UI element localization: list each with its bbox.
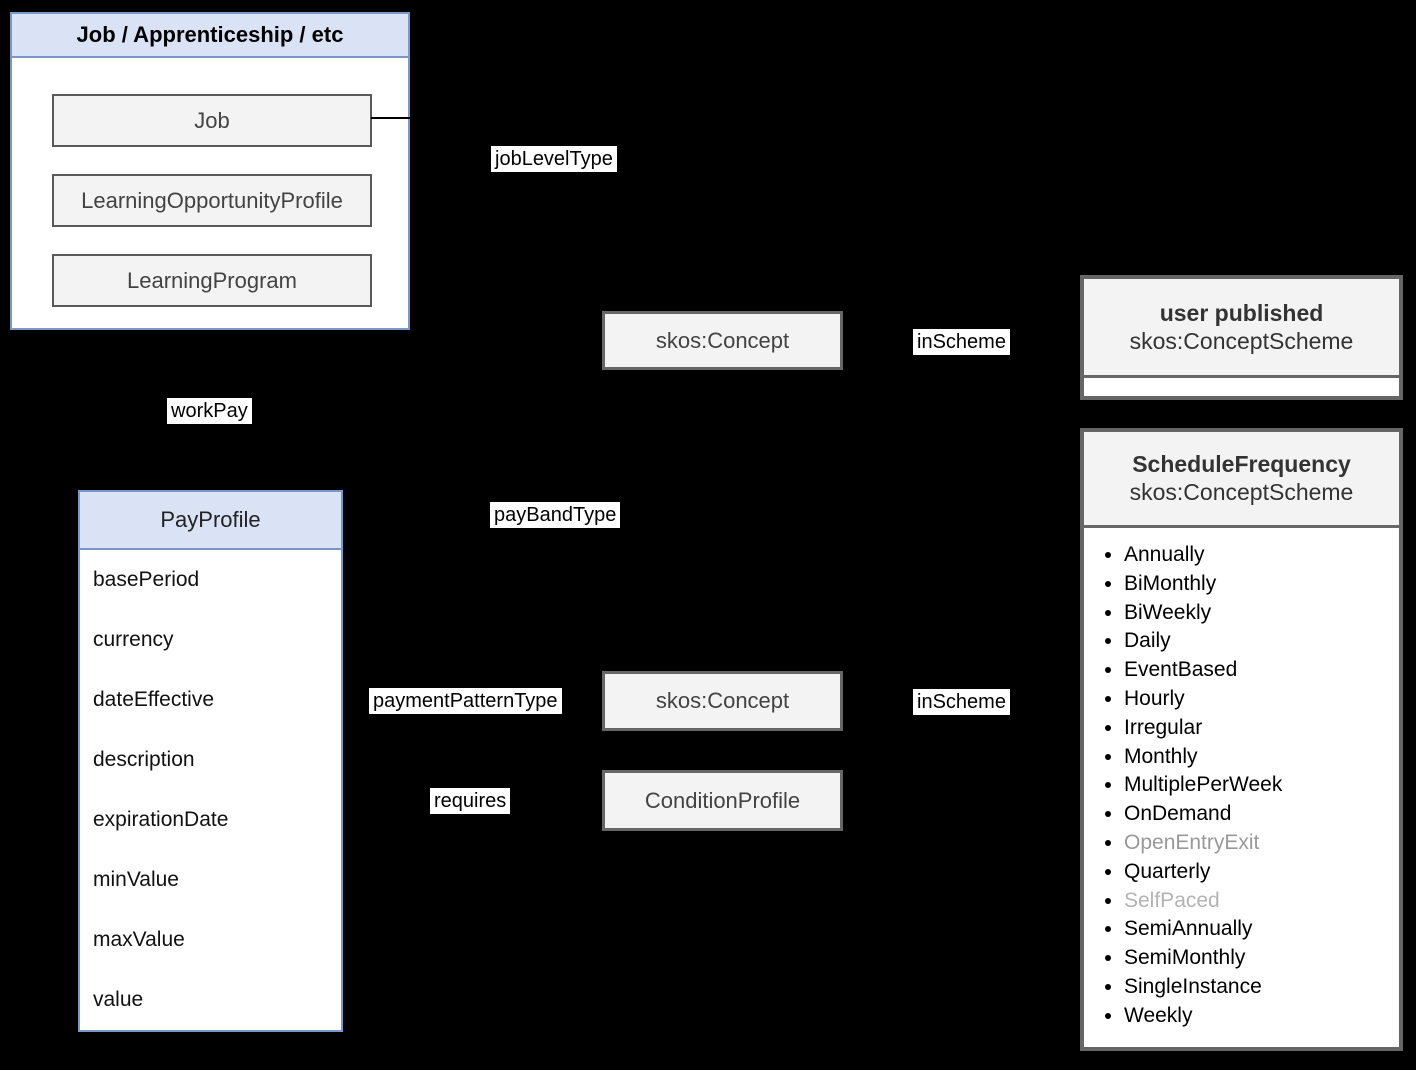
concept-list-item: Annually [1124,541,1399,570]
connector-job-joblevel [371,117,412,119]
job-group-title: Job / Apprenticeship / etc [12,14,408,58]
payprofile-field: maxValue [93,928,185,951]
entity-box: LearningOpportunityProfile [52,174,372,227]
scheme-title: ScheduleFrequency [1132,451,1351,477]
payprofile-field: basePeriod [93,568,200,591]
scheme-subtitle: skos:ConceptScheme [1129,479,1354,505]
edge-label-inscheme-top: inScheme [913,329,1010,355]
concept-list-item: Quarterly [1124,858,1399,887]
edge-label-paymentpatterntype: paymentPatternType [369,688,562,714]
entity-box: Job [52,94,372,147]
edge-label-jobleveltype: jobLevelType [491,146,617,172]
user-published-scheme-header: user published skos:ConceptScheme [1084,279,1399,378]
skos-concept-node-top: skos:Concept [602,311,843,370]
concept-list-item: Daily [1124,627,1399,656]
edge-label-requires: requires [430,788,511,814]
concept-list-item: SemiAnnually [1124,915,1399,944]
concept-list-item: SingleInstance [1124,973,1399,1002]
concept-list-item: SemiMonthly [1124,944,1399,973]
concept-list-item: Weekly [1124,1002,1399,1031]
entity-box: LearningProgram [52,254,372,307]
user-published-scheme-box: user published skos:ConceptScheme [1080,275,1403,400]
condition-profile-node: ConditionProfile [602,770,843,831]
concept-list: AnnuallyBiMonthlyBiWeeklyDailyEventBased… [1084,528,1399,1031]
concept-list-item: BiWeekly [1124,599,1399,628]
payprofile-field: expirationDate [93,808,229,831]
edge-label-workpay: workPay [167,398,252,424]
payprofile-field: description [93,748,195,771]
scheme-subtitle: skos:ConceptScheme [1129,328,1354,354]
concept-list-item: Irregular [1124,714,1399,743]
payprofile-field: currency [93,628,174,651]
concept-list-item: MultiplePerWeek [1124,771,1399,800]
schedule-frequency-scheme-header: ScheduleFrequency skos:ConceptScheme [1084,432,1399,528]
payprofile-title: PayProfile [80,492,341,550]
skos-concept-node-bottom: skos:Concept [602,671,843,731]
concept-list-item: Hourly [1124,685,1399,714]
schedule-frequency-scheme-box: ScheduleFrequency skos:ConceptScheme Ann… [1080,428,1403,1051]
edge-label-paybandtype: payBandType [490,502,621,528]
payprofile-box: PayProfile basePeriod currency dateEffecti… [78,490,343,1032]
concept-list-item: EventBased [1124,656,1399,685]
concept-list-item: Monthly [1124,743,1399,772]
payprofile-field: value [93,988,144,1011]
payprofile-field: minValue [93,868,179,891]
concept-list-item: OpenEntryExit [1124,829,1399,858]
edge-label-inscheme-bottom: inScheme [913,689,1010,715]
concept-list-item: OnDemand [1124,800,1399,829]
concept-list-item: BiMonthly [1124,570,1399,599]
payprofile-field: dateEffective [93,688,215,711]
payprofile-fields: basePeriod currency dateEffective descripti… [80,550,341,1030]
concept-list-item: SelfPaced [1124,887,1399,916]
scheme-title: user published [1159,300,1324,326]
